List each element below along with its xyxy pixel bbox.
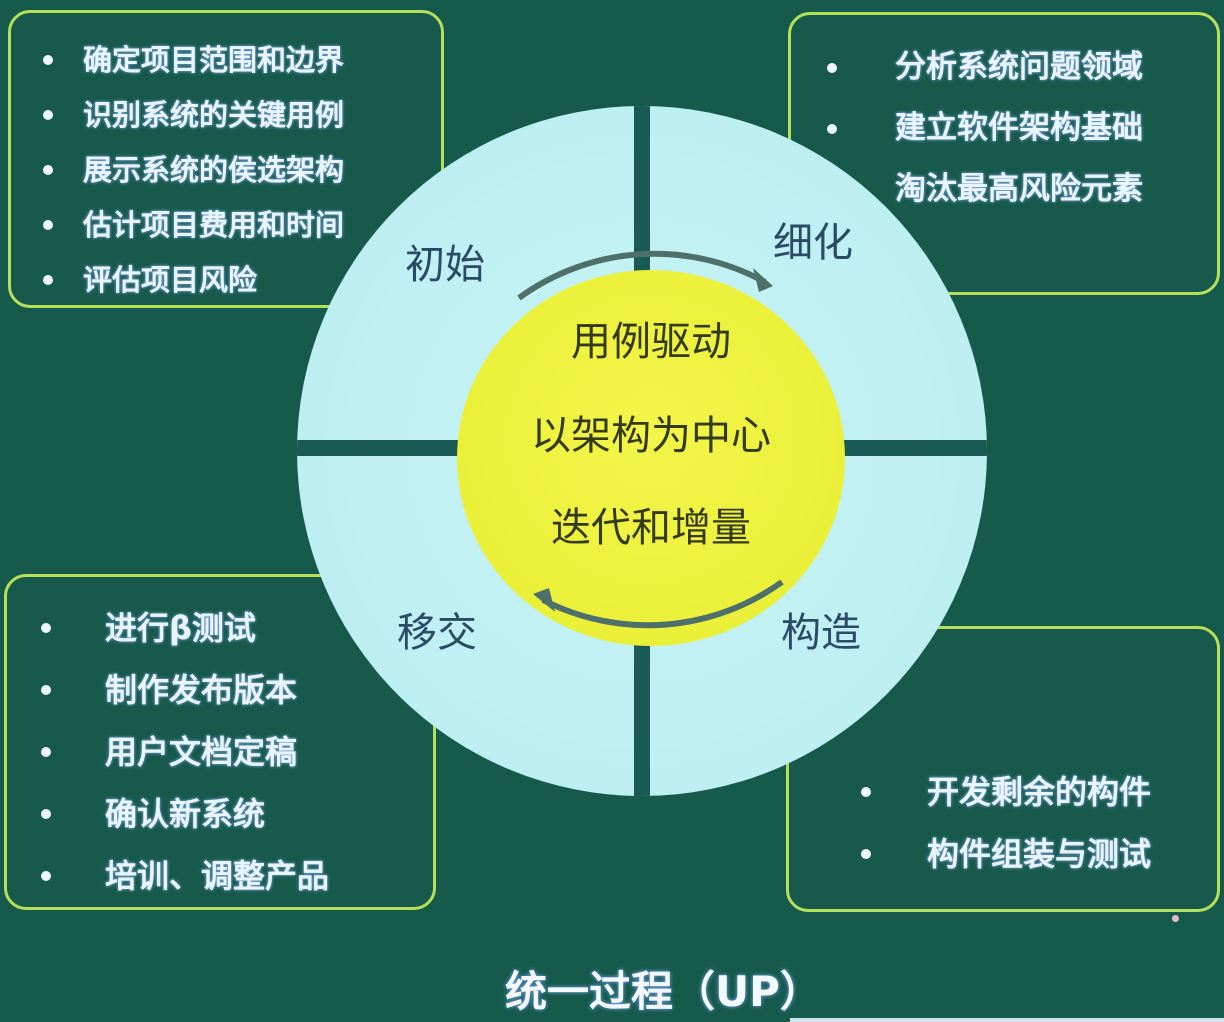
bullet-icon [43, 165, 53, 175]
bullet-icon [827, 63, 837, 73]
phase-label-transition: 移交 [397, 610, 477, 656]
bullet-icon [43, 55, 53, 65]
item-text: 制作发布版本 [105, 671, 298, 709]
phase-label-inception: 初始 [405, 242, 485, 288]
list-item: 制作发布版本 [41, 659, 433, 721]
list-item: 构件组装与测试 [861, 823, 1217, 885]
bullet-icon [827, 124, 837, 134]
bullet-icon [41, 809, 51, 819]
bullet-icon [41, 747, 51, 757]
list-item: 确认新系统 [41, 783, 433, 845]
bullet-icon [861, 787, 871, 797]
list-item: 展示系统的侯选架构 [43, 143, 441, 198]
pointer-dot-icon [1172, 915, 1179, 922]
list-item: 进行β测试 [41, 597, 433, 659]
phase-label-construction: 构造 [781, 610, 861, 656]
item-text: 展示系统的侯选架构 [83, 153, 345, 187]
inception-activities-panel: 确定项目范围和边界 识别系统的关键用例 展示系统的侯选架构 估计项目费用和时间 … [8, 10, 444, 308]
item-text: 用户文档定稿 [105, 733, 298, 771]
construction-activities-list: 开发剩余的构件 构件组装与测试 [789, 629, 1217, 885]
principle-use-case-driven: 用例驱动 [571, 319, 731, 365]
elaboration-activities-list: 分析系统问题领域 建立软件架构基础 淘汰最高风险元素 [791, 15, 1217, 220]
item-text: 建立软件架构基础 [895, 110, 1143, 146]
diagram-title: 统一过程（UP） [505, 967, 822, 1016]
bullet-icon [43, 275, 53, 285]
phase-label-elaboration: 细化 [773, 220, 853, 266]
list-item: 淘汰最高风险元素 [895, 159, 1217, 220]
bullet-icon [861, 849, 871, 859]
item-text: 开发剩余的构件 [927, 773, 1152, 811]
list-item: 建立软件架构基础 [827, 98, 1217, 159]
list-item: 识别系统的关键用例 [43, 88, 441, 143]
list-item: 开发剩余的构件 [861, 761, 1217, 823]
bullet-icon [43, 220, 53, 230]
principle-architecture-centric: 以架构为中心 [531, 413, 771, 459]
list-item: 用户文档定稿 [41, 721, 433, 783]
bullet-icon [43, 110, 53, 120]
item-text: 分析系统问题领域 [895, 49, 1143, 85]
item-text: 确认新系统 [105, 795, 266, 833]
bullet-icon [41, 685, 51, 695]
list-item: 估计项目费用和时间 [43, 198, 441, 253]
list-item: 评估项目风险 [43, 253, 441, 308]
bottom-edge-strip [790, 1018, 1224, 1022]
item-text: 培训、调整产品 [105, 857, 330, 895]
item-text: 进行β测试 [105, 609, 256, 647]
list-item: 培训、调整产品 [41, 845, 433, 907]
item-text: 构件组装与测试 [927, 835, 1152, 873]
item-text: 评估项目风险 [83, 263, 258, 297]
principle-iterative-incremental: 迭代和增量 [551, 505, 751, 551]
list-item: 分析系统问题领域 [827, 37, 1217, 98]
item-text: 淘汰最高风险元素 [895, 171, 1143, 207]
transition-activities-list: 进行β测试 制作发布版本 用户文档定稿 确认新系统 培训、调整产品 [7, 577, 433, 907]
phase-cycle-diagram: 初始 细化 构造 移交 用例驱动 以架构为中心 迭代和增量 [297, 106, 987, 796]
list-item: 确定项目范围和边界 [43, 33, 441, 88]
bullet-icon [41, 623, 51, 633]
item-text: 确定项目范围和边界 [83, 43, 345, 77]
item-text: 识别系统的关键用例 [83, 98, 345, 132]
inception-activities-list: 确定项目范围和边界 识别系统的关键用例 展示系统的侯选架构 估计项目费用和时间 … [11, 13, 441, 308]
item-text: 估计项目费用和时间 [83, 208, 345, 242]
cycle-arrows-icon [517, 250, 784, 629]
bullet-icon [41, 871, 51, 881]
